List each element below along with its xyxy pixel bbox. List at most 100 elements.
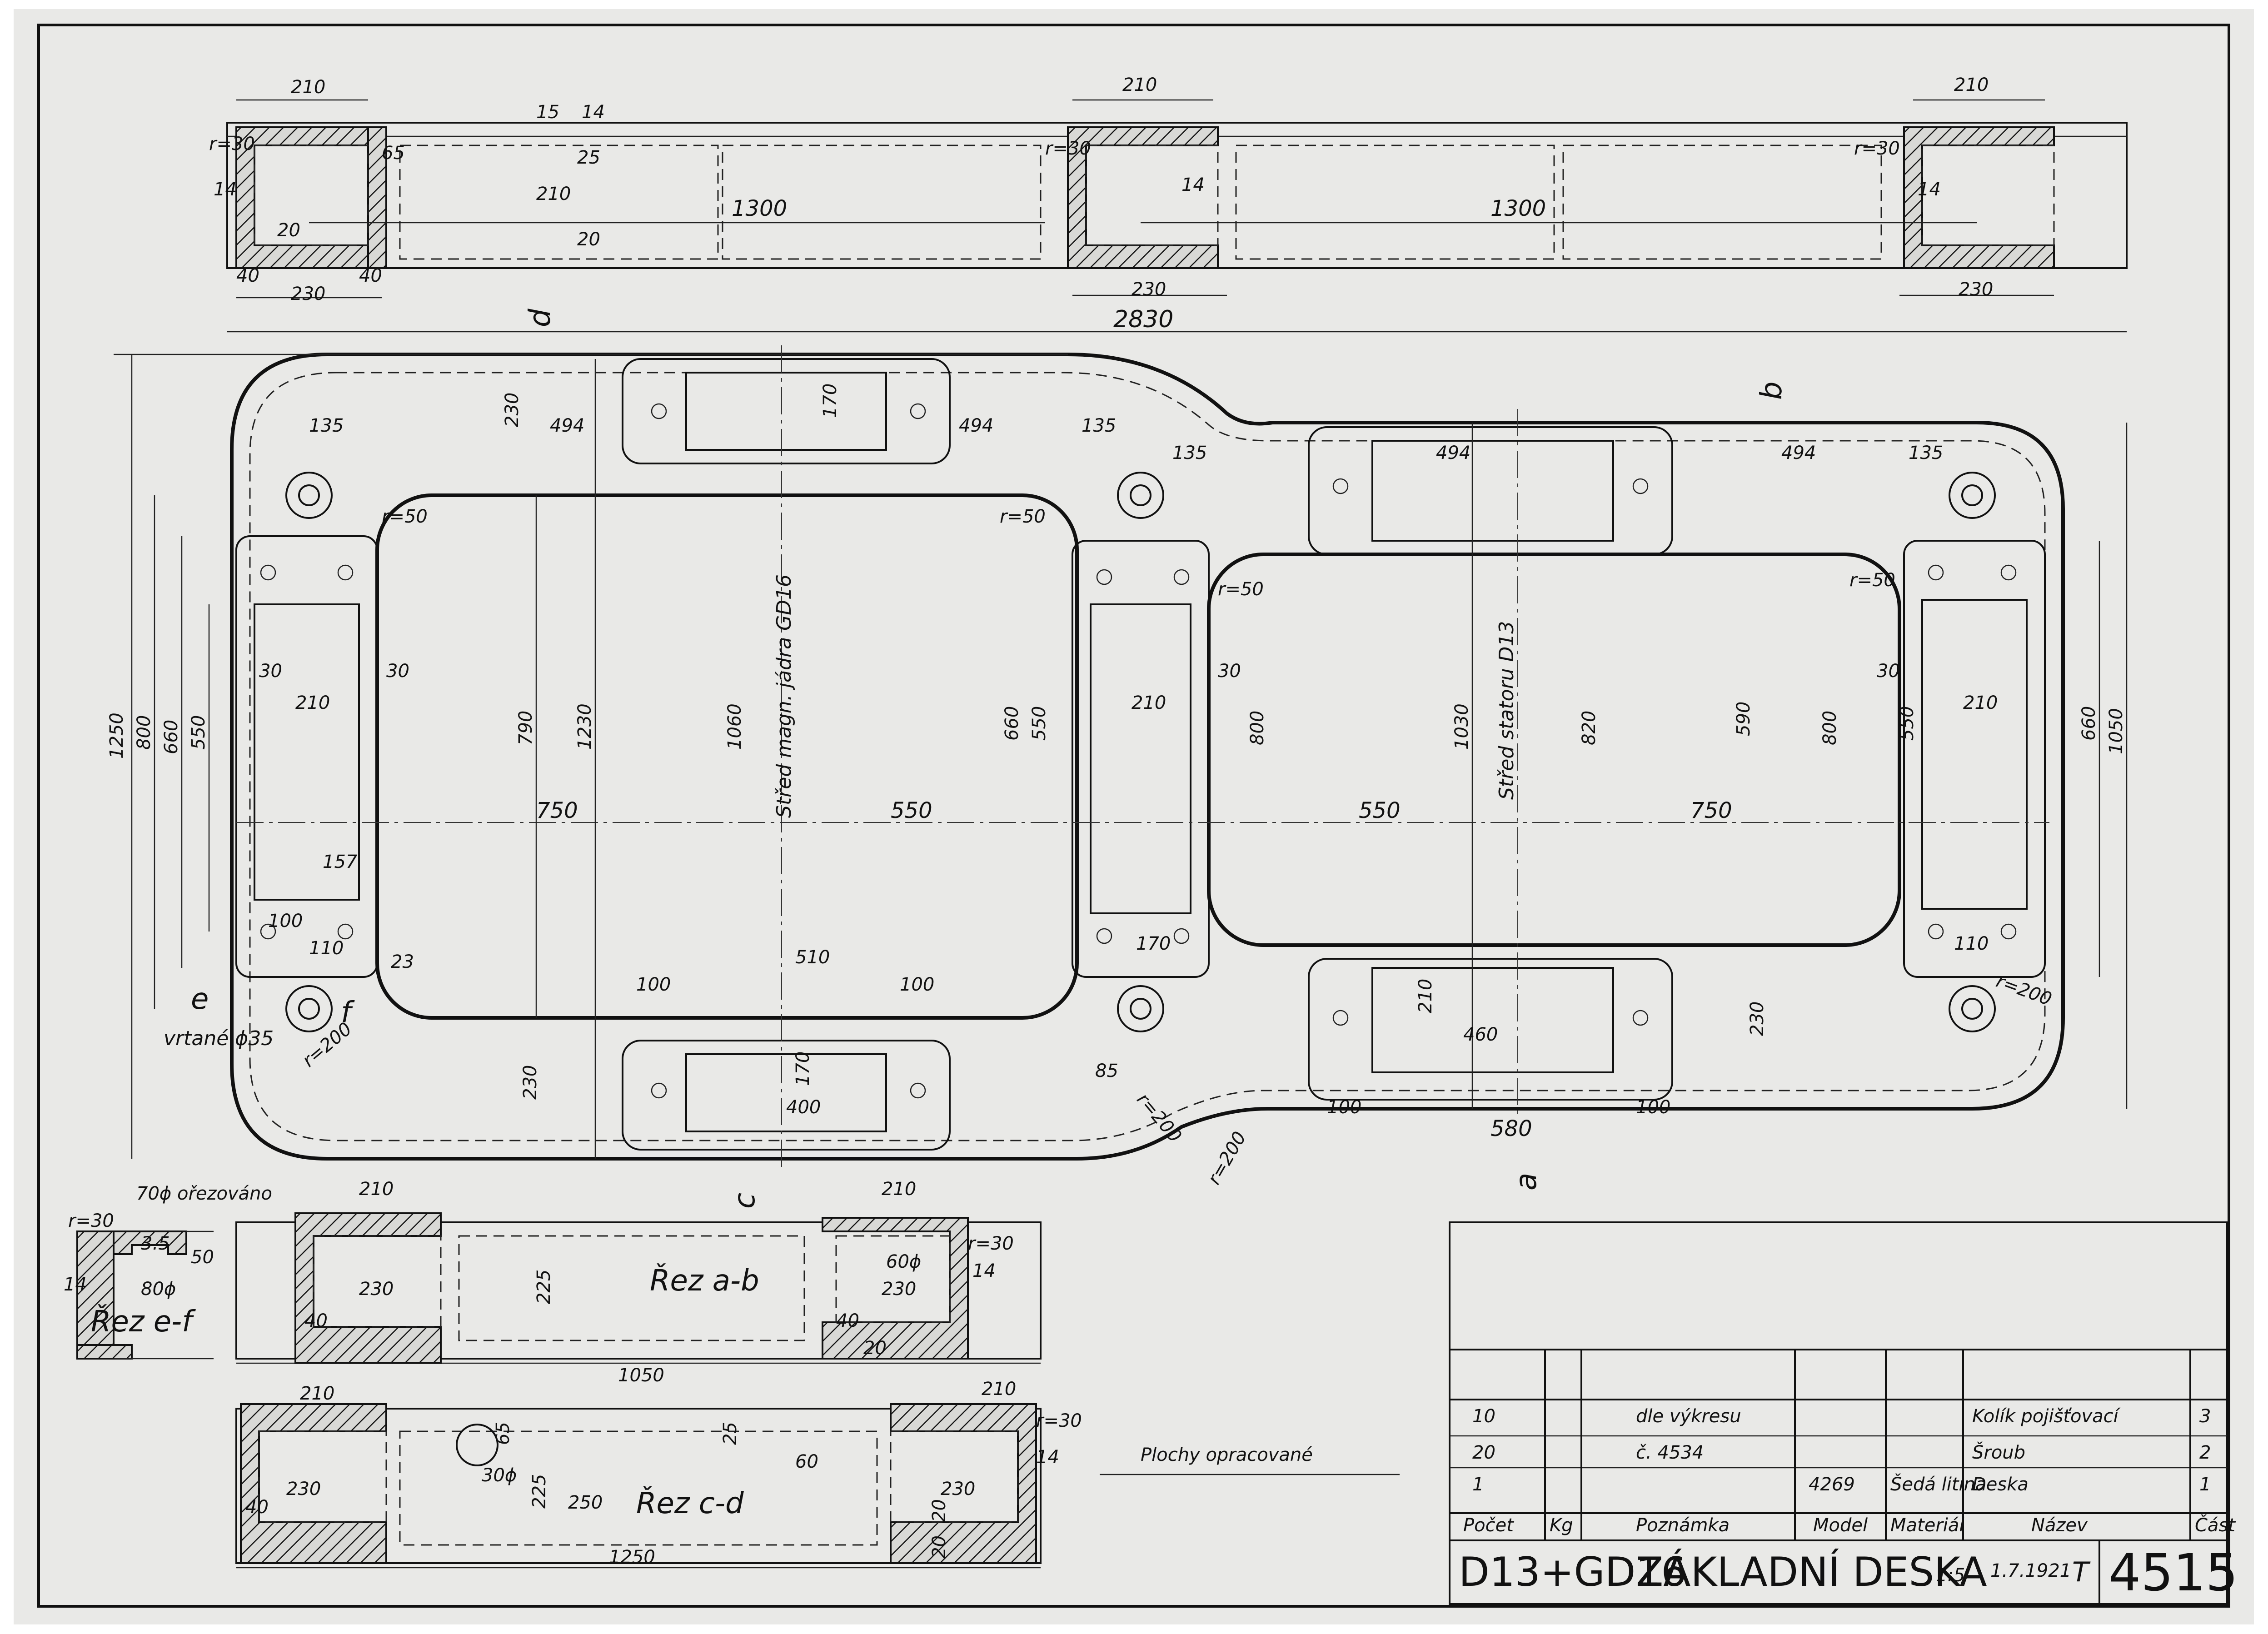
drill-note: vrtané ϕ35 bbox=[164, 1027, 274, 1050]
row-3-name: Kolík pojišťovací bbox=[1972, 1406, 2121, 1427]
dim-label: 210 bbox=[291, 77, 325, 98]
dim-label: r=30 bbox=[68, 1211, 114, 1231]
dim-label: 210 bbox=[295, 692, 330, 713]
section-mark-c: c bbox=[728, 1193, 762, 1209]
dim-label: 20 bbox=[929, 1499, 950, 1522]
dim-label: 14 bbox=[1918, 179, 1941, 200]
dim-label: r=30 bbox=[1854, 138, 1900, 159]
dim-label: 20 bbox=[577, 229, 600, 250]
dim-label: 40 bbox=[836, 1310, 859, 1331]
dim-label: 660 bbox=[161, 720, 182, 754]
dim-label: 230 bbox=[1959, 279, 1993, 300]
dim-label: 30 bbox=[386, 661, 409, 682]
header-count: Počet bbox=[1463, 1515, 1514, 1536]
dim-label: 20 bbox=[863, 1338, 887, 1359]
top-section-view bbox=[226, 99, 2128, 333]
dim-label: 65 bbox=[493, 1422, 513, 1445]
dim-label: 60ϕ bbox=[886, 1251, 921, 1272]
row-2-part: 2 bbox=[2199, 1442, 2211, 1463]
dim-label: 580 bbox=[1490, 1116, 1532, 1141]
section-mark-e: e bbox=[191, 982, 209, 1016]
section-mark-a: a bbox=[1510, 1173, 1543, 1191]
dim-label: 550 bbox=[1029, 706, 1050, 741]
dim-label: 30 bbox=[1218, 661, 1241, 682]
row-1-part: 1 bbox=[2199, 1474, 2211, 1495]
dim-label: 100 bbox=[1327, 1097, 1361, 1118]
dim-label: 1230 bbox=[574, 703, 595, 750]
dim-label: r=50 bbox=[1849, 570, 1895, 591]
dim-label: 494 bbox=[550, 415, 584, 436]
dim-label: 20 bbox=[929, 1535, 950, 1559]
section-ab: Řez a-b 210 230 40 225 210 60ϕ 230 r=30 … bbox=[235, 1179, 1042, 1386]
dim-label: 210 bbox=[300, 1383, 334, 1404]
dim-label: 110 bbox=[309, 938, 344, 959]
dim-label: 590 bbox=[1733, 702, 1754, 736]
dim-label: 660 bbox=[2079, 706, 2099, 741]
centre-note-gd16: Střed magn. jádra GD16 bbox=[773, 574, 796, 818]
section-cd: Řez c-d 210 65 30ϕ 25 60 210 r=30 14 230… bbox=[235, 1379, 1082, 1569]
drawing-name: ZÁKLADNÍ DESKA bbox=[1636, 1549, 1987, 1595]
dim-label: 135 bbox=[1909, 443, 1943, 463]
row-2-count: 20 bbox=[1472, 1442, 1495, 1463]
dim-label: 40 bbox=[236, 265, 259, 286]
section-title: Řez e-f bbox=[91, 1304, 196, 1339]
header-note: Poznámka bbox=[1636, 1515, 1730, 1536]
dim-label: 30 bbox=[1877, 661, 1900, 682]
dim-label: 494 bbox=[1781, 443, 1816, 463]
dim-label: 100 bbox=[1636, 1097, 1670, 1118]
dim-label: 550 bbox=[188, 715, 209, 750]
dim-label: 400 bbox=[786, 1097, 821, 1118]
dim-label: 14 bbox=[972, 1260, 996, 1281]
row-1-name: Deska bbox=[1972, 1474, 2029, 1495]
date: 1.7.1921 bbox=[1990, 1560, 2071, 1581]
row-3-part: 3 bbox=[2199, 1406, 2211, 1427]
row-3-note: dle výkresu bbox=[1636, 1406, 1741, 1427]
dim-label: 157 bbox=[323, 852, 358, 872]
dim-label: 750 bbox=[536, 798, 578, 823]
header-name: Název bbox=[2031, 1515, 2088, 1536]
dim-label: 14 bbox=[214, 179, 237, 200]
dim-label: 65 bbox=[382, 143, 405, 164]
dim-label: 135 bbox=[1172, 443, 1207, 463]
header-part: Část bbox=[2195, 1514, 2236, 1536]
section-title: Řez c-d bbox=[636, 1486, 744, 1520]
dim-label: 25 bbox=[577, 147, 600, 168]
dim-label: 1050 bbox=[618, 1365, 664, 1386]
section-mark-d: d bbox=[523, 309, 557, 327]
dim-label: 1250 bbox=[106, 712, 127, 759]
dim-label: 550 bbox=[1897, 706, 1918, 741]
dim-label: 40 bbox=[245, 1497, 269, 1518]
dim-label: 210 bbox=[1122, 75, 1157, 95]
dim-label: 230 bbox=[502, 393, 523, 427]
dim-label: 1060 bbox=[724, 703, 745, 750]
dim-label: 225 bbox=[529, 1474, 550, 1509]
dim-label: 15 bbox=[536, 102, 559, 123]
drawing-frame bbox=[37, 24, 2230, 1608]
dim-label: 210 bbox=[1415, 979, 1436, 1013]
dim-label: 135 bbox=[309, 415, 344, 436]
dim-label: 230 bbox=[359, 1279, 394, 1300]
signature: T bbox=[2072, 1556, 2091, 1588]
surface-note-text: Plochy opracované bbox=[1141, 1445, 1313, 1465]
dim-label: 25 bbox=[720, 1422, 741, 1445]
row-2-note: č. 4534 bbox=[1636, 1442, 1704, 1463]
dim-label: 790 bbox=[515, 711, 536, 745]
dim-label: 210 bbox=[982, 1379, 1016, 1400]
dim-label: 210 bbox=[536, 184, 571, 204]
scale: 1:5 bbox=[1936, 1565, 1965, 1586]
dim-label: 100 bbox=[636, 974, 671, 995]
dim-label: 550 bbox=[891, 798, 932, 823]
span-label: 1300 bbox=[732, 196, 787, 221]
dim-label: 30ϕ bbox=[482, 1465, 517, 1486]
dim-label: r=30 bbox=[968, 1233, 1014, 1254]
dim-label: 100 bbox=[268, 911, 303, 932]
plan-view bbox=[114, 345, 2128, 1168]
dim-label: 80ϕ bbox=[141, 1279, 176, 1300]
header-material: Materiál bbox=[1890, 1515, 1964, 1536]
dim-label: 820 bbox=[1579, 711, 1600, 745]
dim-label: 494 bbox=[959, 415, 993, 436]
drawing-number: 4515 bbox=[2108, 1544, 2238, 1603]
dim-label: 40 bbox=[304, 1310, 328, 1331]
section-mark-b: b bbox=[1755, 381, 1789, 400]
